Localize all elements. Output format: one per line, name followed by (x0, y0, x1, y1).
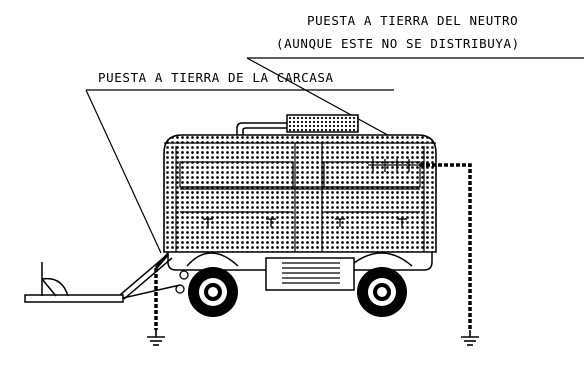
chassis-leader-line (85, 89, 162, 254)
neutral-ground-conductor (420, 163, 472, 330)
front-wheel (188, 267, 238, 317)
chassis-ground-label: PUESTA A TIERRA DE LA CARCASA (98, 70, 334, 85)
exhaust-pipe (236, 122, 290, 138)
door-handle-icons (203, 218, 407, 227)
rear-wheel (357, 267, 407, 317)
neutral-ground-label-line2: (AUNQUE ESTE NO SE DISTRIBUYA) (276, 36, 520, 51)
muffler (286, 114, 359, 133)
neutral-ground-symbol-icon (461, 330, 479, 346)
housing-panel-lines (164, 142, 436, 252)
chassis-ground-symbol-icon (147, 330, 165, 346)
neutral-ground-label-line1: PUESTA A TIERRA DEL NEUTRO (307, 13, 518, 28)
spring-mount (179, 270, 189, 280)
chassis-ground-link (154, 253, 170, 269)
tow-drawbar (24, 253, 181, 303)
terminal-block (368, 159, 420, 172)
fuel-tank-grille (282, 262, 340, 284)
generator-housing (163, 134, 437, 253)
